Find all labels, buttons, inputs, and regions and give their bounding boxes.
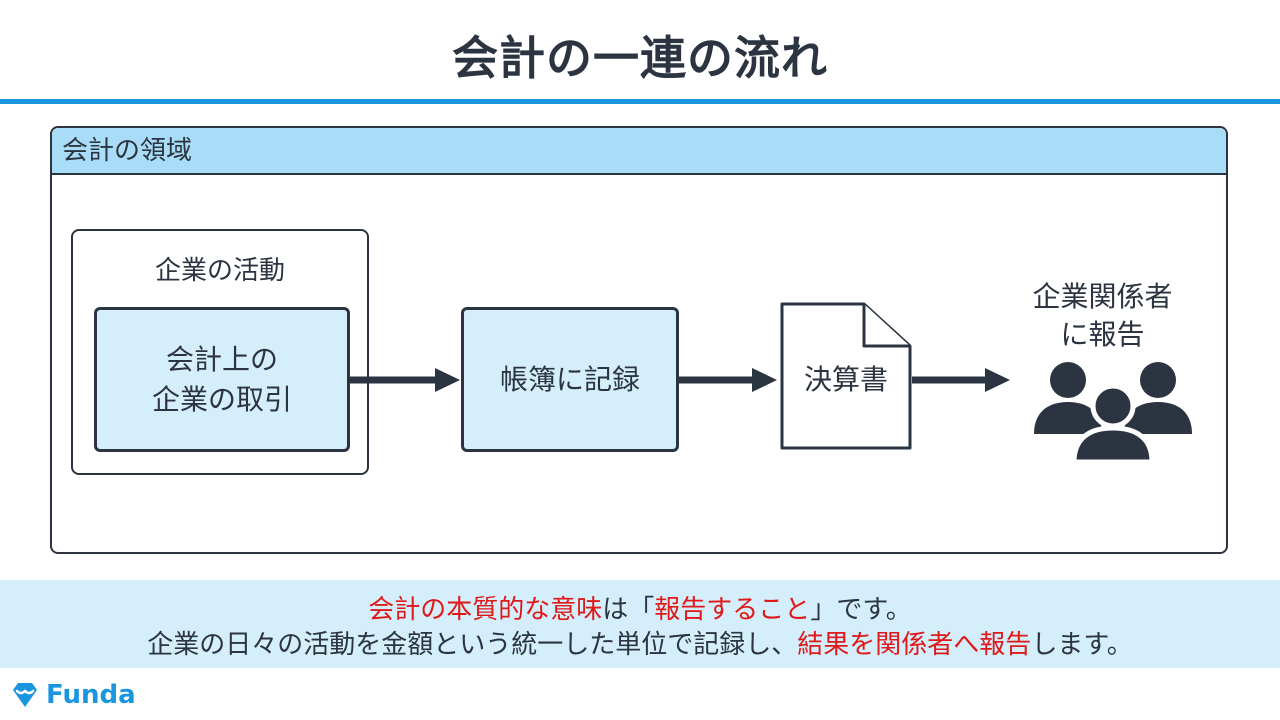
summary-highlight-report: 報告すること: [654, 595, 811, 625]
funda-logo-icon: [13, 683, 37, 707]
ledger-node: 帳簿に記録: [461, 307, 679, 452]
activity-label: 企業の活動: [154, 256, 285, 286]
summary-text: します。: [1031, 630, 1133, 660]
business-activity-box: [71, 229, 369, 475]
summary-banner: [0, 580, 1280, 668]
page-title: 会計の一連の流れ: [452, 31, 828, 85]
title-divider: [0, 99, 1280, 104]
arrow-transaction-to-ledger: [350, 368, 460, 392]
summary-line-1: 会計の本質的な意味は「報告すること」です。: [0, 589, 1280, 626]
document-icon: [780, 302, 912, 450]
accounting-domain-box: 会計の領域: [50, 126, 1228, 554]
stakeholders-label-line1: 企業関係者: [1032, 280, 1173, 313]
summary-text: は「: [602, 595, 655, 625]
summary-text: 」です。: [810, 595, 912, 625]
transaction-node: 会計上の 企業の取引: [94, 307, 350, 452]
arrow-statements-to-stakeholders: [912, 368, 1010, 392]
transaction-label-line1: 会計上の: [165, 342, 278, 376]
summary-text: 企業の日々の活動を金額という統一した単位で記録し、: [147, 630, 798, 660]
statements-label: 決算書: [803, 363, 888, 396]
logo-text: Funda: [46, 680, 136, 710]
domain-header: 会計の領域: [52, 128, 1226, 175]
stakeholders-label-line2: に報告: [1060, 318, 1145, 351]
people-icon: [1034, 362, 1192, 464]
summary-highlight-result: 結果を関係者へ報告: [797, 630, 1032, 660]
arrow-ledger-to-statements: [679, 368, 777, 392]
transaction-label-line2: 企業の取引: [151, 382, 292, 416]
funda-logo: Funda: [10, 680, 136, 710]
stakeholders-label: 企業関係者 に報告: [1010, 278, 1195, 354]
ledger-label: 帳簿に記録: [499, 362, 640, 396]
summary-line-2: 企業の日々の活動を金額という統一した単位で記録し、結果を関係者へ報告します。: [0, 624, 1280, 661]
summary-highlight-meaning: 会計の本質的な意味: [368, 595, 603, 625]
